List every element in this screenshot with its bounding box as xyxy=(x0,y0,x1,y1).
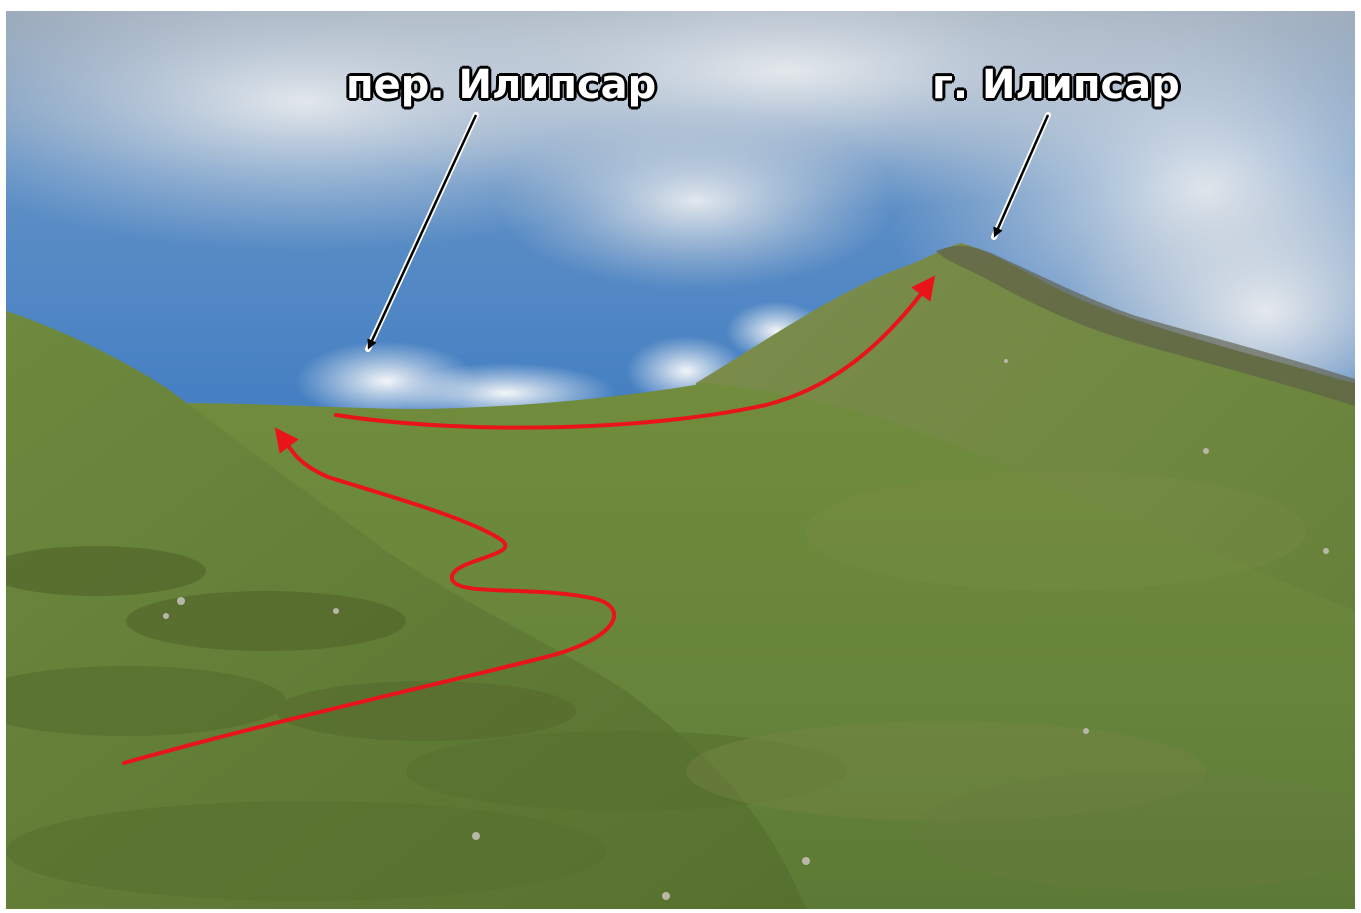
rocky-ridge xyxy=(936,245,1355,406)
foreground-texture xyxy=(6,471,1355,901)
route-lower-arrow xyxy=(122,427,617,765)
scattered-rocks xyxy=(163,359,1329,900)
pass-label: пер. Илипсар xyxy=(346,62,657,108)
clouds xyxy=(6,11,1355,461)
route-upper-arrow xyxy=(334,275,936,430)
photo-frame: пер. Илипсар г. Илипсар xyxy=(6,11,1355,909)
peak-label: г. Илипсар xyxy=(932,62,1180,108)
mountain-photo xyxy=(6,11,1355,909)
